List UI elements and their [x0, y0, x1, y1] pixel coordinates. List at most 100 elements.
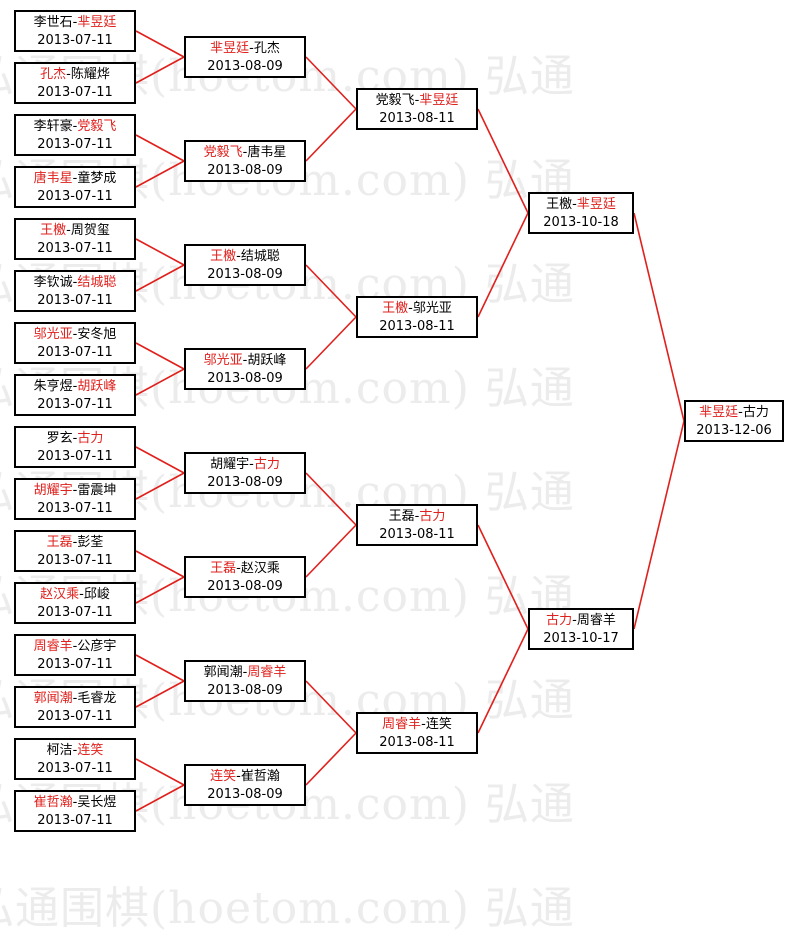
player-name: 柯洁 — [46, 743, 73, 758]
player-name: 朱亨煜 — [33, 379, 73, 394]
match-date: 2013-08-09 — [207, 787, 283, 802]
match-date: 2013-07-11 — [37, 137, 113, 152]
match-players: 王檄-结城聪 — [186, 248, 304, 266]
winner-name: 党毅飞 — [203, 145, 243, 160]
player-name: 李世石 — [33, 15, 73, 30]
match-players: 崔哲瀚-吴长煜 — [16, 794, 134, 812]
separator: - — [572, 197, 577, 212]
player-name: 邱峻 — [83, 587, 110, 602]
match-date: 2013-07-11 — [37, 605, 113, 620]
separator: - — [72, 431, 78, 446]
connector-line — [135, 446, 185, 474]
connector-line — [135, 264, 185, 292]
separator: - — [79, 587, 84, 602]
separator: - — [242, 353, 248, 368]
connector-line — [135, 680, 185, 708]
match-date: 2013-08-09 — [207, 683, 283, 698]
match-players: 王磊-古力 — [358, 508, 476, 526]
separator: - — [72, 795, 78, 810]
player-name: 胡跃峰 — [247, 353, 287, 368]
match-players: 孔杰-陈耀烨 — [16, 66, 134, 84]
winner-name: 党毅飞 — [77, 119, 117, 134]
player-name: 崔哲瀚 — [240, 769, 280, 784]
player-name: 王磊 — [388, 509, 415, 524]
match-players: 胡耀宇-古力 — [186, 456, 304, 474]
match-date: 2013-08-09 — [207, 267, 283, 282]
player-name: 邬光亚 — [412, 301, 452, 316]
separator: - — [242, 145, 248, 160]
match-players: 王檄-周贺玺 — [16, 222, 134, 240]
match-players: 周睿羊-公彦宇 — [16, 638, 134, 656]
connector-line — [135, 238, 185, 266]
connector-line — [135, 160, 185, 188]
match-players: 芈昱廷-古力 — [686, 404, 782, 422]
separator: - — [72, 535, 78, 550]
connector-line — [305, 108, 357, 162]
winner-name: 王檄 — [210, 249, 237, 264]
player-name: 公彦宇 — [77, 639, 117, 654]
match-players: 周睿羊-连笑 — [358, 716, 476, 734]
winner-name: 唐韦星 — [33, 171, 73, 186]
match-players: 邬光亚-胡跃峰 — [186, 352, 304, 370]
match-players: 连笑-崔哲瀚 — [186, 768, 304, 786]
player-name: 李轩豪 — [33, 119, 73, 134]
match-players: 柯洁-连笑 — [16, 742, 134, 760]
connector-line — [135, 472, 185, 500]
player-name: 党毅飞 — [375, 93, 415, 108]
winner-name: 崔哲瀚 — [33, 795, 73, 810]
player-name: 王檄 — [546, 197, 573, 212]
separator: - — [572, 613, 577, 628]
winner-name: 王磊 — [46, 535, 73, 550]
connector-line — [135, 758, 185, 786]
winner-name: 连笑 — [210, 769, 237, 784]
winner-name: 芈昱廷 — [419, 93, 459, 108]
match-players: 李轩豪-党毅飞 — [16, 118, 134, 136]
connector-line — [135, 30, 185, 58]
connector-line — [477, 212, 529, 318]
connector-line — [477, 628, 529, 734]
connector-line — [477, 108, 529, 214]
separator: - — [72, 639, 78, 654]
connector-line — [305, 264, 357, 318]
separator: - — [72, 379, 78, 394]
winner-name: 周睿羊 — [382, 717, 422, 732]
separator: - — [738, 405, 743, 420]
match-date: 2013-08-11 — [379, 111, 455, 126]
connector-line — [305, 524, 357, 578]
connector-line — [305, 472, 357, 526]
winner-name: 王檄 — [382, 301, 409, 316]
match-players: 罗玄-古力 — [16, 430, 134, 448]
player-name: 吴长煜 — [77, 795, 117, 810]
connector-line — [135, 576, 185, 604]
bracket-lines — [135, 30, 685, 812]
winner-name: 连笑 — [77, 743, 104, 758]
match-date: 2013-10-18 — [543, 215, 619, 230]
match-date: 2013-07-11 — [37, 709, 113, 724]
winner-name: 郭闻潮 — [33, 691, 73, 706]
connector-line — [135, 342, 185, 370]
connector-line — [305, 316, 357, 370]
connector-line — [633, 420, 685, 630]
winner-name: 邬光亚 — [203, 353, 243, 368]
player-name: 赵汉乘 — [240, 561, 280, 576]
match-players: 王磊-赵汉乘 — [186, 560, 304, 578]
match-date: 2013-07-11 — [37, 33, 113, 48]
match-players: 古力-周睿羊 — [530, 612, 632, 630]
match-date: 2013-08-09 — [207, 475, 283, 490]
match-players: 王檄-芈昱廷 — [530, 196, 632, 214]
match-players: 胡耀宇-雷震坤 — [16, 482, 134, 500]
